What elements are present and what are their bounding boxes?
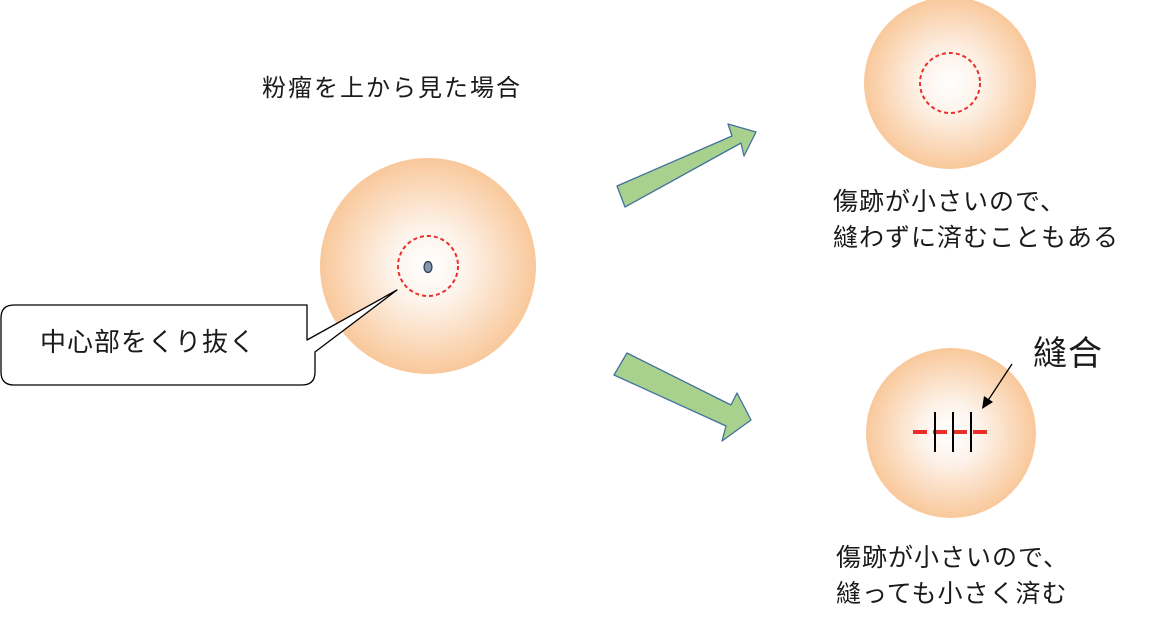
callout-text: 中心部をくり抜く bbox=[40, 328, 257, 358]
callout-bubble bbox=[0, 289, 398, 386]
top-caption-line-1: 傷跡が小さいので、 bbox=[833, 187, 1067, 216]
arrow-up-right-icon bbox=[616, 123, 757, 208]
main-incision-circle bbox=[397, 235, 459, 297]
bottom-caption-line-2: 縫っても小さく済む bbox=[836, 579, 1068, 608]
bottom-result-caption: 傷跡が小さいので、 縫っても小さく済む bbox=[836, 540, 1069, 612]
bottom-cyst-body bbox=[866, 348, 1036, 518]
suture-label: 縫合 bbox=[1033, 334, 1103, 374]
arrow-down-right-icon bbox=[613, 352, 752, 442]
bottom-result-cyst bbox=[866, 348, 1036, 518]
stitch-group bbox=[934, 412, 972, 452]
pointer-arrow-icon bbox=[982, 363, 1013, 409]
top-result-caption: 傷跡が小さいので、 縫わずに済むこともある bbox=[833, 184, 1119, 256]
main-cyst bbox=[320, 158, 536, 374]
top-caption-line-2: 縫わずに済むこともある bbox=[833, 223, 1120, 252]
top-result-cyst bbox=[864, 0, 1036, 169]
bottom-caption-line-1: 傷跡が小さいので、 bbox=[836, 543, 1070, 572]
cyst-core bbox=[423, 260, 433, 274]
top-incision-circle bbox=[919, 52, 981, 114]
top-cyst-body bbox=[864, 0, 1036, 169]
diagram-title: 粉瘤を上から見た場合 bbox=[262, 74, 522, 102]
